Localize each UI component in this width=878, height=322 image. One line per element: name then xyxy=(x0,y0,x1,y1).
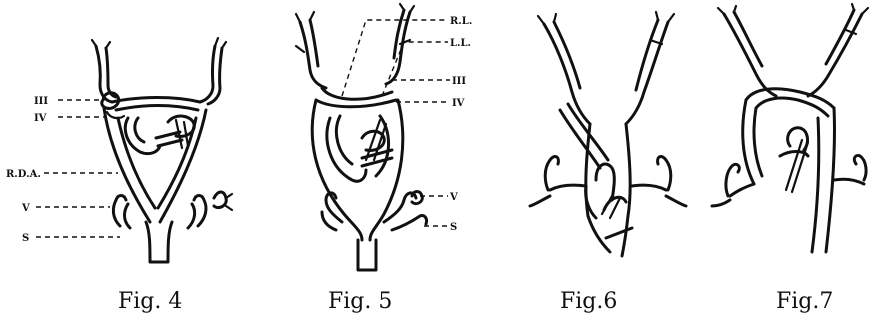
fig5-label-iii: III xyxy=(452,76,466,87)
fig4-label-rda: R.D.A. xyxy=(6,169,41,180)
fig6-vessel-drawing xyxy=(530,12,686,256)
fig4-vessel-drawing xyxy=(92,38,232,262)
fig5-caption: Fig. 5 xyxy=(328,289,392,314)
fig4-label-iii: III xyxy=(34,96,48,107)
figure-4: III IV R.D.A. V S Fig. 4 xyxy=(6,38,232,314)
fig5-label-rl: R.L. xyxy=(450,16,472,27)
figure-5: R.L. L.L. III IV V S Fig. 5 xyxy=(296,4,472,314)
fig5-label-ll: L.L. xyxy=(450,38,471,49)
fig4-label-v: V xyxy=(21,203,30,214)
figure-6: Fig.6 xyxy=(530,12,686,314)
fig4-caption: Fig. 4 xyxy=(118,289,182,314)
fig5-label-s: S xyxy=(450,222,457,233)
fig5-label-v: V xyxy=(449,192,458,203)
fig4-label-s: S xyxy=(22,233,29,244)
fig5-vessel-drawing xyxy=(296,4,427,270)
fig7-caption: Fig.7 xyxy=(776,289,833,314)
fig4-label-iv: IV xyxy=(34,113,47,124)
fig5-label-iv: IV xyxy=(452,98,465,109)
fig6-caption: Fig.6 xyxy=(560,289,617,314)
fig7-vessel-drawing xyxy=(712,4,868,252)
figure-7: Fig.7 xyxy=(712,4,868,314)
fig5-leader-ll xyxy=(382,42,448,96)
